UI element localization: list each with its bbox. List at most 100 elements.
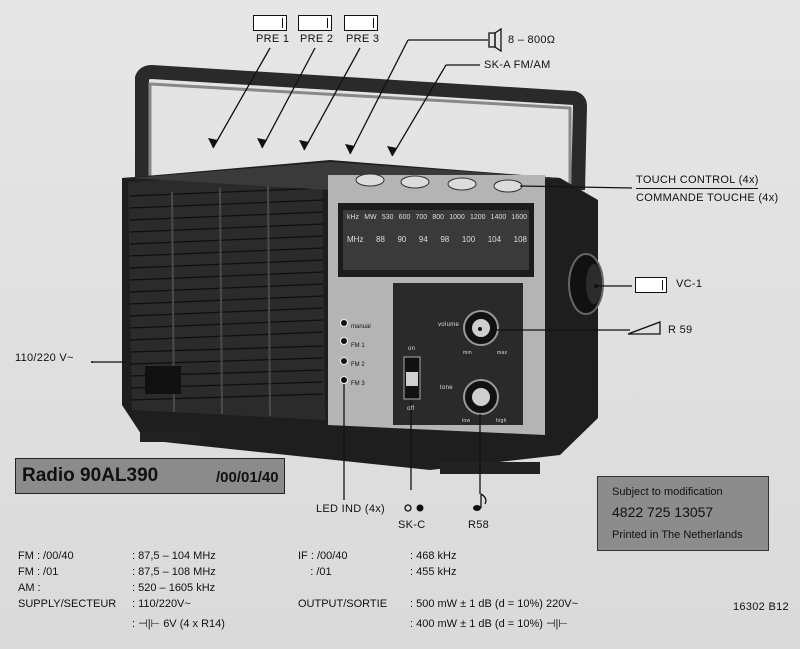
switch-vc1-icon — [635, 277, 667, 293]
music-note-icon — [473, 493, 487, 511]
touch-buttons — [355, 173, 523, 193]
spec-key: OUTPUT/SORTIE — [298, 598, 388, 610]
dial-label: 1000 — [449, 214, 465, 221]
spec-key — [298, 616, 410, 632]
dial-label: 98 — [440, 235, 450, 244]
doc-number: 16302 B12 — [733, 601, 789, 613]
dial-label: 1200 — [469, 214, 486, 221]
label-led-ind: LED IND (4x) — [316, 503, 385, 515]
label-pre3: PRE 3 — [346, 33, 380, 45]
spec-key: AM : — [18, 582, 41, 594]
speaker-icon — [488, 27, 502, 53]
spec-value: : 455 kHz — [410, 566, 457, 578]
spec-row: SUPPLY/SECTEUR : 110/220V~ — [18, 596, 225, 612]
led-labels: manual FM 1 FM 2 FM 3 — [351, 318, 371, 394]
spec-value: : 87,5 – 108 MHz — [132, 566, 216, 578]
dial-row-bottom: MHz 88 90 94 98 100 104 108 — [347, 235, 527, 244]
spec-row: AM : : 520 – 1605 kHz — [18, 580, 225, 596]
spec-value: : 400 mW ± 1 dB (d = 10%) ⊣|⊢ — [410, 618, 568, 630]
spec-value: : 500 mW ± 1 dB (d = 10%) 220V~ — [410, 598, 579, 610]
spec-row: FM : /01 : 87,5 – 108 MHz — [18, 564, 225, 580]
switch-pre2-icon — [298, 15, 332, 31]
divider — [636, 188, 758, 189]
label-speaker-impedance: 8 – 800Ω — [508, 34, 556, 46]
dial-scale: kHz MW 530 600 700 800 1000 1200 1400 16… — [347, 214, 527, 264]
spec-key: SUPPLY/SECTEUR — [18, 598, 117, 610]
switch-pre1-icon — [253, 15, 287, 31]
leader-lines — [92, 39, 633, 500]
carry-handle — [135, 64, 588, 191]
dial-label: 90 — [397, 235, 407, 244]
dial-label: MHz — [347, 235, 364, 244]
dial-label: 100 — [461, 235, 476, 244]
front-high-label: high — [496, 418, 507, 424]
dial-label: 104 — [487, 235, 502, 244]
speaker-grille — [128, 170, 325, 420]
spec-row: IF : /00/40 : 468 kHz — [298, 548, 578, 564]
spec-value: : 110/220V~ — [132, 598, 191, 610]
specs-left: FM : /00/40 : 87,5 – 104 MHz FM : /01 : 87… — [18, 548, 225, 632]
label-commande-touche: COMMANDE TOUCHE (4x) — [636, 192, 779, 204]
subject-line1: Subject to modification — [612, 486, 723, 498]
dial-label: 530 — [381, 214, 394, 221]
led-label: FM 3 — [351, 381, 365, 387]
spec-value: : 468 kHz — [410, 550, 457, 562]
spec-row: : ⊣|⊢ 6V (4 x R14) — [18, 616, 225, 632]
spec-key: FM : /01 — [18, 566, 59, 578]
front-volume-label: volume — [438, 322, 460, 328]
model-name: Radio 90AL390 — [22, 465, 159, 486]
spec-value: : 520 – 1605 kHz — [132, 582, 216, 594]
model-title-box: Radio 90AL390 /00/01/40 — [15, 458, 285, 494]
jack-open-icon — [404, 504, 412, 512]
led-indicators — [340, 319, 348, 384]
label-r58: R58 — [468, 519, 490, 531]
led-label: FM 2 — [351, 362, 365, 368]
spec-row: : /01 : 455 kHz — [298, 564, 578, 580]
specs-right: IF : /00/40 : 468 kHz : /01 : 455 kHz OUTP… — [298, 548, 578, 632]
label-pre2: PRE 2 — [300, 33, 334, 45]
dial-label: 94 — [418, 235, 428, 244]
potentiometer-icon — [627, 321, 661, 335]
led-label: manual — [351, 324, 371, 330]
dial-label: 600 — [398, 214, 411, 221]
dial-label: kHz — [347, 214, 360, 221]
dial-label: 800 — [432, 214, 445, 221]
front-on-label: on — [408, 346, 416, 352]
dial-row-top: kHz MW 530 600 700 800 1000 1200 1400 16… — [347, 214, 527, 221]
tone-knob — [463, 379, 499, 415]
spec-row: OUTPUT/SORTIE : 500 mW ± 1 dB (d = 10%) 2… — [298, 596, 578, 612]
label-touch-control: TOUCH CONTROL (4x) — [636, 174, 759, 186]
side-volume-wheel — [568, 253, 604, 315]
dial-label: 1600 — [511, 214, 527, 221]
label-pre1: PRE 1 — [256, 33, 290, 45]
front-off-label: off — [407, 406, 415, 412]
spec-key: FM : /00/40 — [18, 550, 74, 562]
dial-label: 88 — [376, 235, 385, 244]
spec-value: : ⊣|⊢ 6V (4 x R14) — [132, 618, 225, 630]
model-variants: /00/01/40 — [216, 469, 279, 486]
spec-row: : 400 mW ± 1 dB (d = 10%) ⊣|⊢ — [298, 616, 578, 632]
spec-key — [18, 616, 132, 632]
front-low-label: low — [462, 418, 471, 424]
spec-key: IF : /00/40 — [298, 550, 348, 562]
label-r59: R 59 — [668, 324, 693, 336]
dial-label: 1400 — [490, 214, 507, 221]
spec-key: : /01 — [298, 566, 332, 578]
switch-pre3-icon — [344, 15, 378, 31]
led-label: FM 1 — [351, 343, 365, 349]
subject-box: Subject to modification 4822 725 13057 P… — [597, 476, 769, 551]
label-skc: SK-C — [398, 519, 426, 531]
subject-line2: 4822 725 13057 — [612, 504, 714, 520]
control-panel — [393, 283, 523, 425]
front-max-label: max — [497, 350, 508, 356]
spec-row: FM : /00/40 : 87,5 – 104 MHz — [18, 548, 225, 564]
front-min-label: min — [463, 350, 472, 356]
spec-value: : 87,5 – 104 MHz — [132, 550, 216, 562]
dial-label: MW — [364, 214, 377, 221]
dial-label: 108 — [513, 235, 527, 244]
label-mains: 110/220 V~ — [15, 352, 74, 364]
label-vc1: VC-1 — [676, 278, 703, 290]
front-tone-label: tone — [440, 385, 453, 391]
